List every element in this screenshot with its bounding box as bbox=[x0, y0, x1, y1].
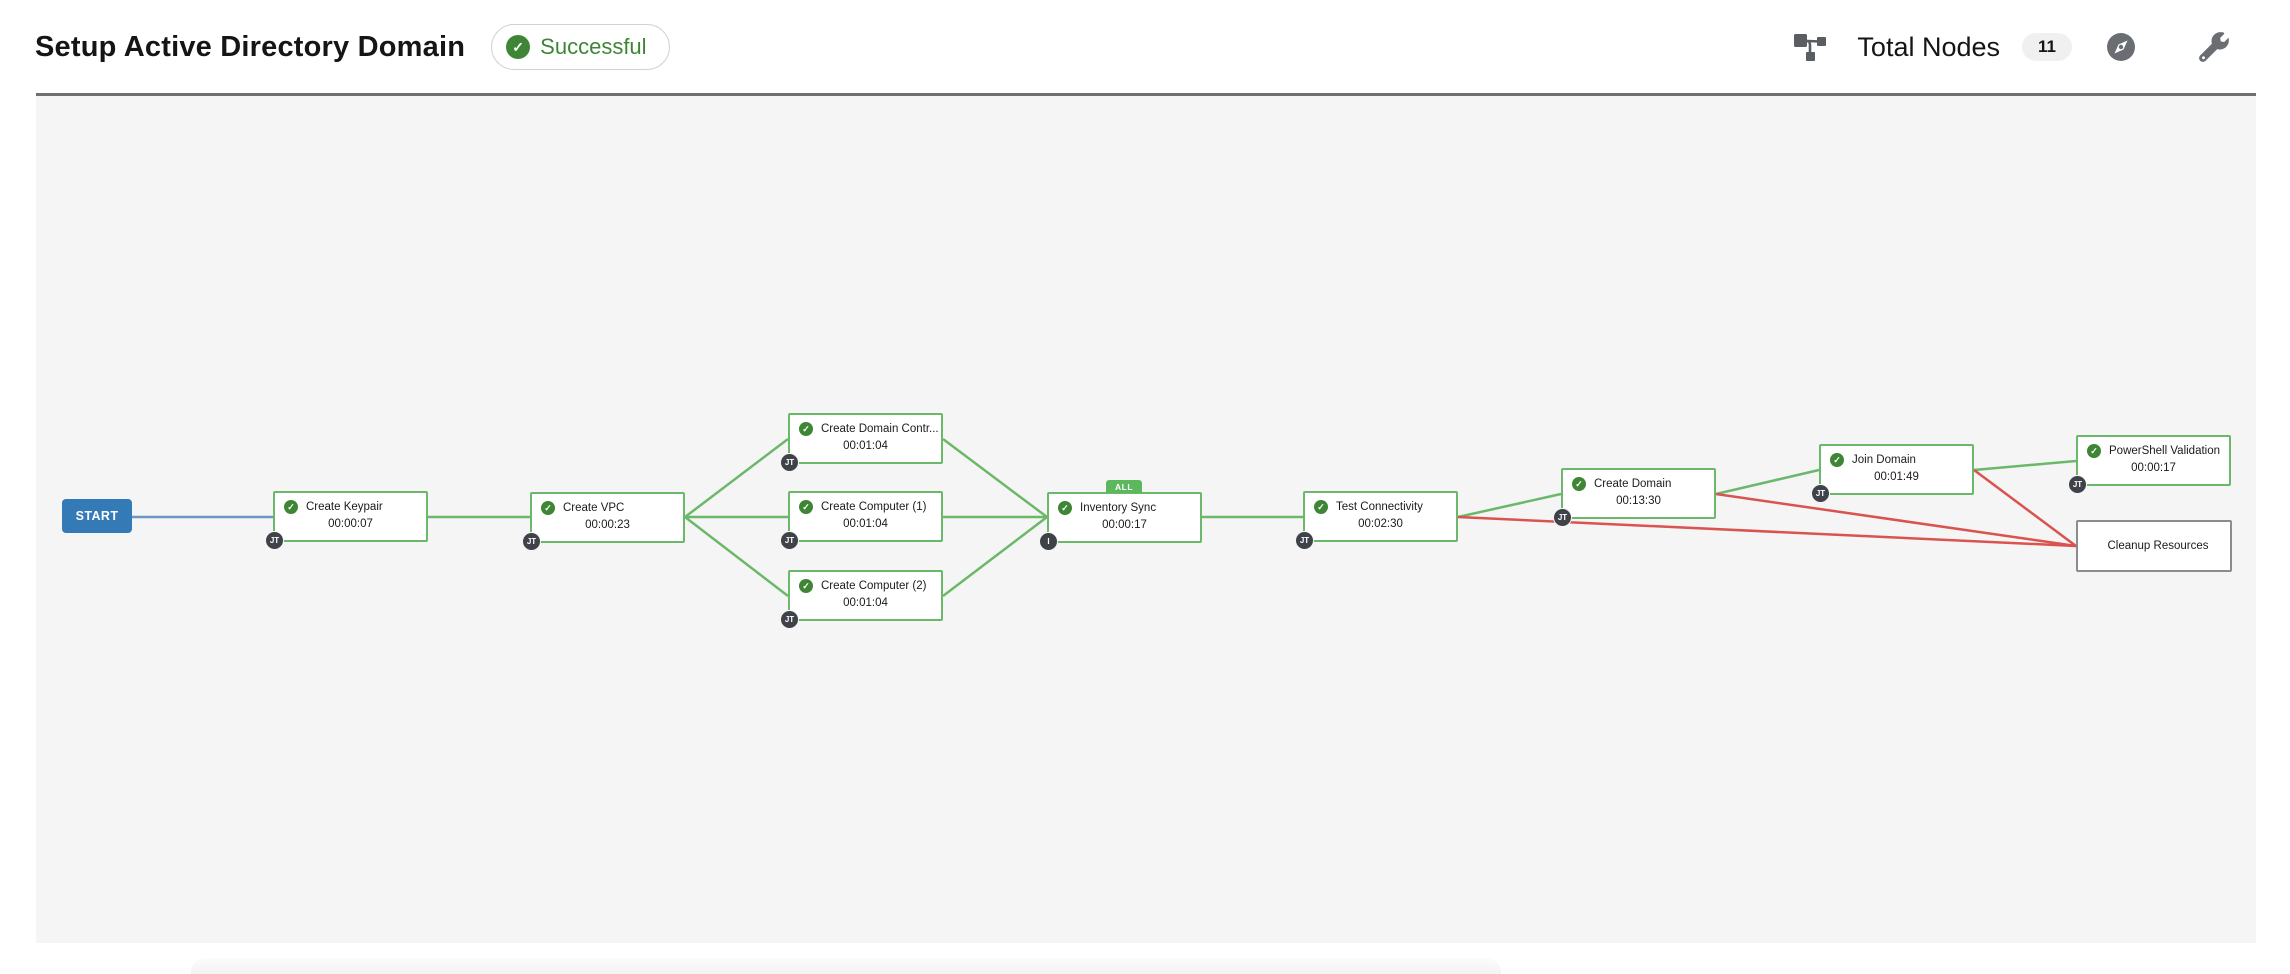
node-elapsed-time: 00:01:04 bbox=[843, 518, 888, 530]
node-label: Join Domain bbox=[1852, 454, 1916, 466]
node-elapsed-time: 00:01:04 bbox=[843, 440, 888, 452]
workflow-node-test-connectivity[interactable]: ✓ Test Connectivity 00:02:30 JT bbox=[1295, 491, 1458, 550]
compass-legend-button[interactable] bbox=[2106, 32, 2136, 62]
node-label: Test Connectivity bbox=[1336, 501, 1423, 513]
node-success-icon: ✓ bbox=[799, 500, 813, 514]
node-type-badge: JT bbox=[1295, 531, 1314, 550]
workflow-node-create-domain[interactable]: ✓ Create Domain 00:13:30 JT bbox=[1553, 468, 1716, 527]
panel-peek-shadow bbox=[191, 958, 1501, 974]
node-label: Create VPC bbox=[563, 502, 625, 514]
wrench-icon bbox=[2199, 32, 2230, 62]
node-success-icon: ✓ bbox=[541, 501, 555, 515]
success-check-icon: ✓ bbox=[506, 35, 531, 59]
node-elapsed-time: 00:02:30 bbox=[1358, 518, 1403, 530]
node-elapsed-time: 00:00:23 bbox=[585, 519, 630, 531]
node-elapsed-time: 00:00:07 bbox=[328, 518, 373, 530]
link-joindomain-cleanup[interactable] bbox=[1973, 468, 2077, 548]
link-createdomain-cleanup[interactable] bbox=[1715, 492, 2077, 548]
workflow-node-inventory-sync[interactable]: ALL ✓ Inventory Sync 00:00:17 I bbox=[1039, 480, 1202, 551]
node-label: Create Keypair bbox=[306, 501, 383, 513]
tools-button[interactable] bbox=[2198, 31, 2230, 63]
workflow-node-create-domain-controller[interactable]: ✓ Create Domain Contr... 00:01:04 JT bbox=[780, 413, 943, 472]
node-label: Create Computer (1) bbox=[821, 501, 927, 513]
node-elapsed-time: 00:01:04 bbox=[843, 597, 888, 609]
node-success-icon: ✓ bbox=[1572, 477, 1586, 491]
status-badge-label: Successful bbox=[540, 34, 647, 59]
workflow-node-create-keypair[interactable]: ✓ Create Keypair 00:00:07 JT bbox=[265, 491, 428, 550]
node-type-badge: I bbox=[1039, 532, 1058, 551]
convergence-all-badge: ALL bbox=[1106, 480, 1143, 493]
node-type-badge: JT bbox=[522, 532, 541, 551]
header-divider bbox=[36, 93, 2256, 96]
workflow-node-join-domain[interactable]: ✓ Join Domain 00:01:49 JT bbox=[1811, 444, 1974, 503]
node-label: Create Computer (2) bbox=[821, 580, 927, 592]
node-type-badge: JT bbox=[780, 531, 799, 550]
workflow-links bbox=[132, 438, 2077, 597]
node-label: Inventory Sync bbox=[1080, 502, 1157, 514]
total-nodes-count: 11 bbox=[2022, 33, 2072, 61]
compass-icon bbox=[2107, 33, 2135, 61]
link-joindomain-powershell[interactable] bbox=[1973, 459, 2077, 472]
page-title: Setup Active Directory Domain bbox=[35, 30, 466, 63]
node-type-badge: JT bbox=[1553, 508, 1572, 527]
workflow-node-cleanup-resources[interactable]: Cleanup Resources bbox=[2076, 520, 2232, 572]
node-label: PowerShell Validation bbox=[2109, 445, 2221, 457]
node-type-badge: JT bbox=[780, 453, 799, 472]
node-success-icon: ✓ bbox=[2087, 444, 2101, 458]
link-createdomain-joindomain[interactable] bbox=[1715, 468, 1820, 496]
link-testconnectivity-createdomain[interactable] bbox=[1457, 492, 1562, 519]
node-elapsed-time: 00:13:30 bbox=[1616, 495, 1661, 507]
link-domaincontroller-inventorysync[interactable] bbox=[942, 438, 1048, 518]
node-label: Create Domain Contr... bbox=[821, 423, 939, 435]
node-success-icon: ✓ bbox=[1830, 453, 1844, 467]
node-elapsed-time: 00:01:49 bbox=[1874, 471, 1919, 483]
node-success-icon: ✓ bbox=[1314, 500, 1328, 514]
workflow-node-create-computer-1[interactable]: ✓ Create Computer (1) 00:01:04 JT bbox=[780, 491, 943, 550]
node-success-icon: ✓ bbox=[284, 500, 298, 514]
header-toolbar: Total Nodes 11 bbox=[1793, 31, 2230, 63]
link-vpc-computer2[interactable] bbox=[684, 516, 789, 597]
workflow-node-powershell-validation[interactable]: ✓ PowerShell Validation 00:00:17 JT bbox=[2068, 435, 2231, 494]
node-elapsed-time: 00:00:17 bbox=[2131, 462, 2176, 474]
node-label: Cleanup Resources bbox=[2107, 540, 2209, 552]
node-type-badge: JT bbox=[265, 531, 284, 550]
node-success-icon: ✓ bbox=[799, 422, 813, 436]
node-label: Create Domain bbox=[1594, 478, 1672, 490]
node-type-badge: JT bbox=[780, 610, 799, 629]
link-computer2-inventorysync[interactable] bbox=[942, 516, 1048, 597]
workflow-node-create-vpc[interactable]: ✓ Create VPC 00:00:23 JT bbox=[522, 492, 685, 551]
link-vpc-domaincontroller[interactable] bbox=[684, 438, 789, 518]
node-type-badge: JT bbox=[1811, 484, 1830, 503]
sitemap-icon bbox=[1794, 34, 1827, 61]
start-node[interactable]: START bbox=[62, 499, 132, 533]
node-success-icon: ✓ bbox=[1058, 501, 1072, 515]
status-badge[interactable]: ✓ Successful bbox=[491, 24, 670, 70]
total-nodes-label: Total Nodes bbox=[1857, 31, 2001, 62]
node-elapsed-time: 00:00:17 bbox=[1102, 519, 1147, 531]
node-success-icon: ✓ bbox=[799, 579, 813, 593]
workflow-node-create-computer-2[interactable]: ✓ Create Computer (2) 00:01:04 JT bbox=[780, 570, 943, 629]
workflow-header: Setup Active Directory Domain ✓ Successf… bbox=[0, 0, 2290, 94]
node-type-badge: JT bbox=[2068, 475, 2087, 494]
workflow-canvas[interactable]: START ✓ Create Keypair 00:00:07 JT ✓ Cre… bbox=[36, 96, 2256, 943]
